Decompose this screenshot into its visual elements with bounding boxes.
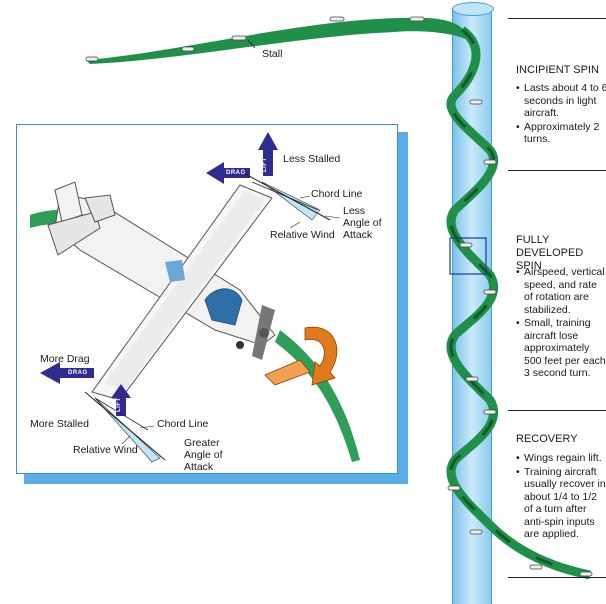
bottom-aoa: Greater Angle of Attack — [184, 437, 223, 473]
bottom-lift-tag: LIFT — [116, 397, 122, 412]
top-lift-arrow — [263, 148, 273, 176]
top-drag-tag: DRAG — [226, 170, 246, 176]
list-item: Small, training aircraft lose approximat… — [516, 317, 606, 380]
rotation-arrow — [304, 326, 338, 386]
spin-helix-shade — [449, 28, 591, 577]
bottom-status: More Stalled — [30, 418, 89, 430]
bottom-drag-tag: DRAG — [68, 370, 88, 376]
top-status: Less Stalled — [283, 153, 341, 165]
list-item: Approximately 2 turns. — [516, 121, 606, 146]
list-item: Airspeed, vertical speed, and rate of ro… — [516, 266, 606, 316]
phase-incipient-list: Lasts about 4 to 6 seconds in light airc… — [516, 82, 606, 147]
phase-recovery-list: Wings regain lift. Training aircraft usu… — [516, 452, 606, 542]
bottom-drag-arrow — [58, 368, 94, 378]
top-lift-tag: LIFT — [262, 157, 268, 172]
phase-recovery-title: RECOVERY — [516, 433, 578, 445]
bottom-chord: Chord Line — [157, 418, 209, 430]
bottom-wind: Relative Wind — [73, 444, 138, 456]
top-aoa: Less Angle of Attack — [343, 205, 382, 241]
top-wind: Relative Wind — [270, 229, 335, 241]
phase-incipient-title: INCIPIENT SPIN — [516, 64, 599, 76]
list-item: Training aircraft usually recover in abo… — [516, 466, 606, 541]
spin-aircraft-icons — [85, 16, 593, 577]
top-chord: Chord Line — [311, 188, 363, 200]
list-item: Lasts about 4 to 6 seconds in light airc… — [516, 82, 606, 120]
column-top — [452, 2, 494, 16]
bottom-lift-arrow — [116, 396, 126, 416]
top-drag-arrow — [222, 168, 250, 178]
stall-label: Stall — [262, 48, 283, 60]
rule-top — [508, 18, 606, 19]
rule-2 — [508, 170, 606, 171]
bottom-drag-note: More Drag — [40, 353, 90, 365]
list-item: Wings regain lift. — [516, 452, 606, 465]
highlight-box — [449, 237, 487, 275]
rule-bottom — [508, 577, 606, 578]
top-aoa-wedge — [261, 181, 321, 221]
stall-ribbon — [86, 17, 468, 64]
rule-3 — [508, 410, 606, 411]
phase-developed-list: Airspeed, vertical speed, and rate of ro… — [516, 266, 606, 381]
